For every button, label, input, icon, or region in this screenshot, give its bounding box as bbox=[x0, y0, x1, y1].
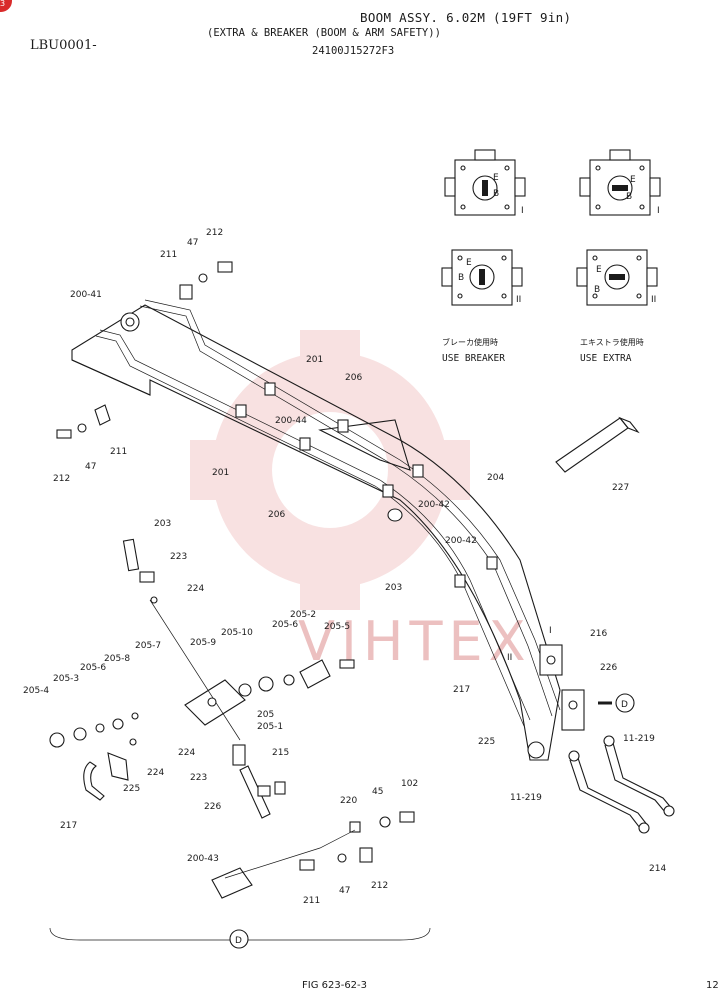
port-e-label: E bbox=[493, 173, 499, 183]
callout: 205-2 bbox=[290, 610, 316, 620]
use-breaker: USE BREAKER bbox=[442, 353, 505, 364]
callout: 47 bbox=[339, 886, 350, 896]
callout: 200-41 bbox=[70, 290, 102, 300]
callout: 200-42 bbox=[445, 536, 477, 546]
page-tag-number: 3 bbox=[0, 0, 6, 8]
callout: 205-1 bbox=[257, 722, 283, 732]
callout: 212 bbox=[53, 474, 70, 484]
callout: 215 bbox=[272, 748, 289, 758]
callout: 205-3 bbox=[53, 674, 79, 684]
callout: 205-6 bbox=[80, 663, 106, 673]
port-e-label-4: E bbox=[596, 265, 602, 275]
callout: 205-10 bbox=[221, 628, 253, 638]
callout: 226 bbox=[204, 802, 221, 812]
hoses-11-219 bbox=[568, 735, 675, 834]
part-number: 24100J15272F3 bbox=[312, 45, 395, 57]
use-breaker-jp: ブレーカ使用時 bbox=[442, 337, 498, 347]
callout: 47 bbox=[85, 462, 96, 472]
watermark-logo bbox=[190, 330, 470, 610]
valve-view-extra-ii: E B II bbox=[576, 249, 658, 306]
callout: 225 bbox=[478, 737, 495, 747]
detail-d-marker bbox=[615, 693, 635, 713]
callout: 205-7 bbox=[135, 641, 161, 651]
callout: 200-44 bbox=[275, 416, 307, 426]
callout: 201 bbox=[212, 468, 229, 478]
use-extra-jp: エキストラ使用時 bbox=[580, 337, 644, 347]
callout: 203 bbox=[385, 583, 402, 593]
callout: 201 bbox=[306, 355, 323, 365]
callout: 226 bbox=[600, 663, 617, 673]
port-b-label: B bbox=[493, 189, 499, 199]
callout: 203 bbox=[154, 519, 171, 529]
detail-d-marker-bottom bbox=[229, 929, 249, 949]
boom-structure bbox=[71, 299, 585, 761]
port-b-label-2: B bbox=[626, 192, 632, 202]
page-number: 12 bbox=[706, 980, 719, 991]
callout: 216 bbox=[590, 629, 607, 639]
callout: 211 bbox=[303, 896, 320, 906]
callout: 223 bbox=[170, 552, 187, 562]
port-b-label-4: B bbox=[594, 285, 600, 295]
callout: 224 bbox=[178, 748, 195, 758]
callout: 211 bbox=[160, 250, 177, 260]
exploded-parts bbox=[49, 261, 431, 941]
figure-number: FIG 623-62-3 bbox=[302, 980, 368, 991]
callout: 227 bbox=[612, 483, 629, 493]
callout: 200-42 bbox=[418, 500, 450, 510]
view-roman-ii-2: II bbox=[651, 295, 656, 305]
port-e-label-2: E bbox=[630, 175, 636, 185]
valve-view-breaker-i: E B I bbox=[444, 149, 526, 216]
callout-labels: 212 47 211 200-41 201 206 200-44 212 47 … bbox=[23, 228, 666, 946]
callout: 224 bbox=[147, 768, 164, 778]
callout: 212 bbox=[206, 228, 223, 238]
callout: 102 bbox=[401, 779, 418, 789]
callout: 212 bbox=[371, 881, 388, 891]
callout: 220 bbox=[340, 796, 357, 806]
valve-view-extra-i: E B I bbox=[579, 149, 661, 216]
callout: 205-5 bbox=[324, 622, 350, 632]
doc-code: LBU0001- bbox=[30, 38, 97, 53]
callout: 217 bbox=[60, 821, 77, 831]
valve-view-breaker-ii: E B II bbox=[441, 249, 523, 306]
callout: 11-219 bbox=[510, 793, 542, 803]
callout: 223 bbox=[190, 773, 207, 783]
callout: 200-43 bbox=[187, 854, 219, 864]
callout: I bbox=[549, 626, 552, 636]
callout: 206 bbox=[345, 373, 362, 383]
callout: 205-4 bbox=[23, 686, 49, 696]
use-extra: USE EXTRA bbox=[580, 353, 632, 364]
callout: 204 bbox=[487, 473, 504, 483]
hex-wrench bbox=[555, 416, 640, 473]
callout: 206 bbox=[268, 510, 285, 520]
view-roman-i: I bbox=[521, 206, 524, 216]
callout: II bbox=[507, 653, 512, 663]
page-title: BOOM ASSY. 6.02M (19FT 9in) bbox=[360, 10, 572, 25]
callout: 205-6 bbox=[272, 620, 298, 630]
view-roman-i-2: I bbox=[657, 206, 660, 216]
callout: 217 bbox=[453, 685, 470, 695]
view-roman-ii: II bbox=[516, 295, 521, 305]
port-e-label-3: E bbox=[466, 258, 472, 268]
callout: 205 bbox=[257, 710, 274, 720]
port-b-label-3: B bbox=[458, 273, 464, 283]
callout: 11-219 bbox=[623, 734, 655, 744]
callout: D bbox=[235, 936, 242, 946]
callout: 205-8 bbox=[104, 654, 130, 664]
callout: 214 bbox=[649, 864, 666, 874]
callout: 224 bbox=[187, 584, 204, 594]
callout: D bbox=[621, 700, 628, 710]
callout: 45 bbox=[372, 787, 383, 797]
callout: 211 bbox=[110, 447, 127, 457]
callout: 225 bbox=[123, 784, 140, 794]
page-subtitle: (EXTRA & BREAKER (BOOM & ARM SAFETY)) bbox=[207, 27, 441, 39]
callout: 47 bbox=[187, 238, 198, 248]
callout: 205-9 bbox=[190, 638, 216, 648]
